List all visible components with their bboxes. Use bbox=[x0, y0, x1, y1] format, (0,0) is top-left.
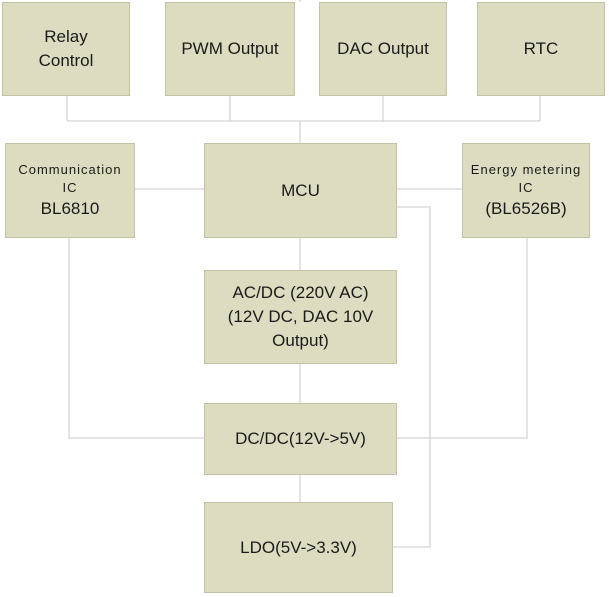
energy-metering-ic-label-line2: IC bbox=[518, 179, 534, 195]
acdc-label-line1: AC/DC (220V AC) bbox=[232, 283, 369, 302]
pwm-output-block: PWM Output bbox=[165, 2, 295, 96]
acdc-converter-block: AC/DC (220V AC) (12V DC, DAC 10V Output) bbox=[204, 270, 397, 364]
communication-ic-label-line1: Communication bbox=[18, 161, 122, 177]
acdc-label-line3: Output) bbox=[272, 331, 329, 350]
communication-ic-label-line2: IC bbox=[62, 179, 78, 195]
energy-metering-ic-label-line1: Energy metering bbox=[470, 161, 582, 177]
relay-control-block: Relay Control bbox=[2, 2, 130, 96]
mcu-label: MCU bbox=[281, 180, 320, 200]
relay-control-label-line2: Control bbox=[38, 51, 94, 70]
pwm-output-label: PWM Output bbox=[181, 39, 279, 58]
dac-output-block: DAC Output bbox=[319, 2, 447, 96]
energy-metering-ic-block: Energy metering IC (BL6526B) bbox=[462, 143, 590, 238]
rtc-block: RTC bbox=[477, 2, 605, 96]
mcu-block: MCU bbox=[204, 143, 397, 238]
dcdc-converter-block: DC/DC(12V->5V) bbox=[204, 403, 397, 475]
rtc-label: RTC bbox=[523, 39, 559, 58]
ldo-regulator-block: LDO(5V->3.3V) bbox=[204, 502, 393, 593]
acdc-label-line2: (12V DC, DAC 10V bbox=[227, 307, 374, 326]
dac-output-label: DAC Output bbox=[337, 39, 429, 58]
communication-ic-part-number: BL6810 bbox=[40, 198, 100, 218]
relay-control-label-line1: Relay bbox=[44, 27, 88, 46]
communication-ic-block: Communication IC BL6810 bbox=[5, 143, 135, 238]
ldo-label: LDO(5V->3.3V) bbox=[240, 537, 357, 557]
energy-metering-ic-part-number: (BL6526B) bbox=[485, 198, 567, 218]
dcdc-label: DC/DC(12V->5V) bbox=[235, 429, 366, 448]
